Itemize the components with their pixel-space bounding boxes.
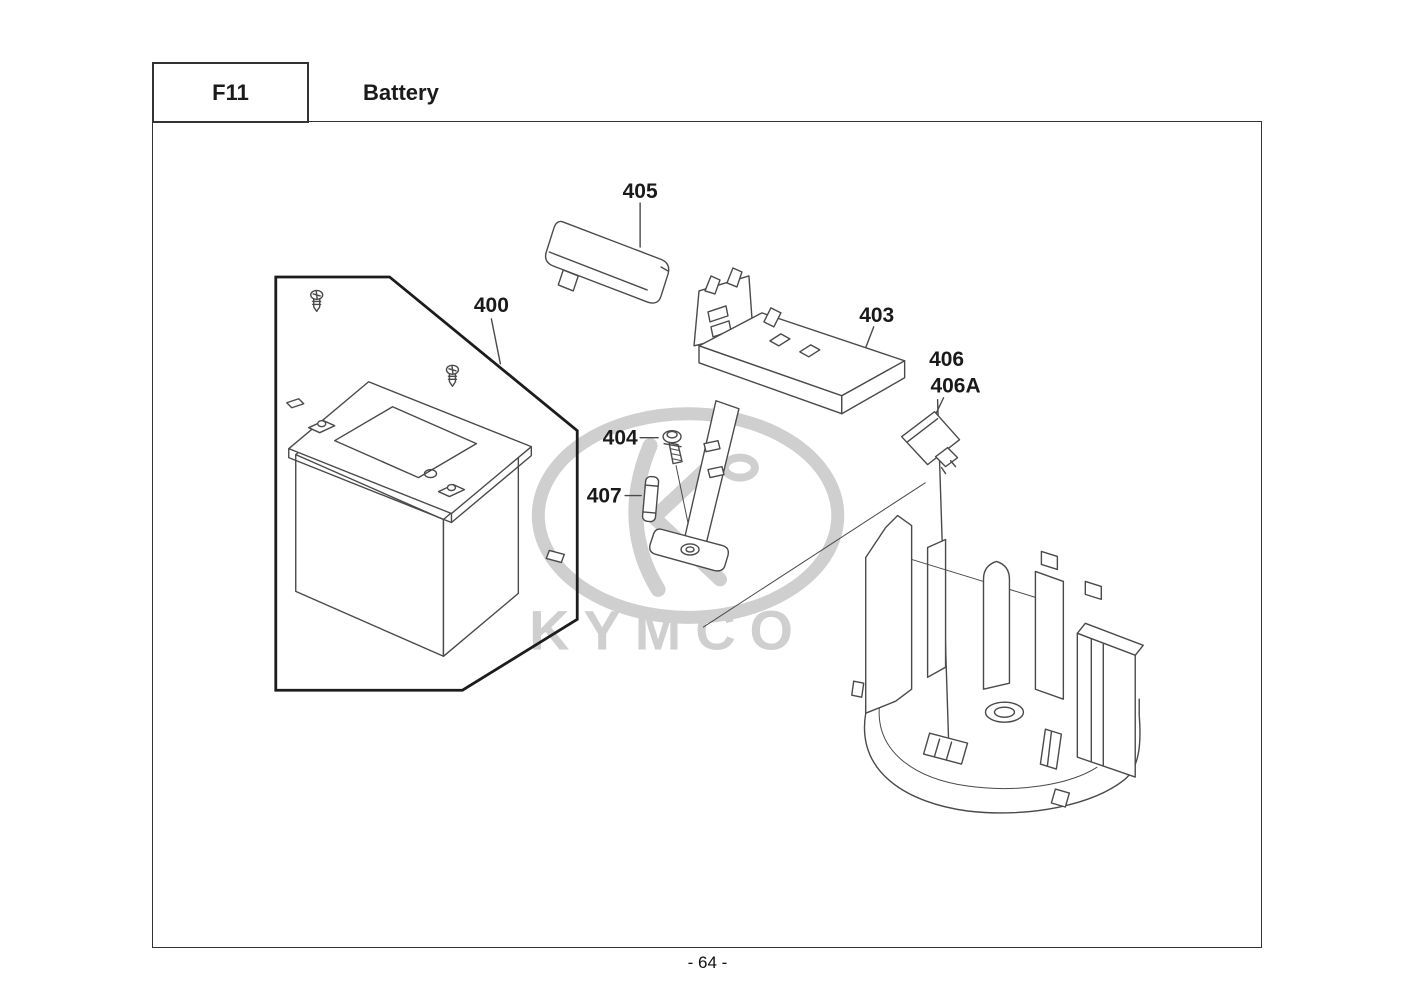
part-label-406: 406 bbox=[929, 348, 964, 371]
part-label-404: 404 bbox=[603, 427, 638, 450]
part-label-406a: 406A bbox=[931, 375, 981, 398]
section-code: F11 bbox=[212, 79, 249, 105]
parts-diagram: KYMCO bbox=[274, 180, 1144, 814]
battery-bracket-drawing bbox=[649, 267, 906, 572]
battery-cover-drawing bbox=[544, 220, 670, 304]
part-label-400: 400 bbox=[474, 294, 509, 317]
screw-drawing-right bbox=[445, 364, 460, 387]
screw-drawing-left bbox=[310, 289, 324, 313]
battery-box-drawing bbox=[851, 514, 1144, 814]
section-title: Battery bbox=[363, 79, 439, 105]
battery-drawing bbox=[286, 381, 565, 657]
panel-reference-line bbox=[702, 482, 926, 628]
diagram-frame: KYMCO bbox=[152, 121, 1262, 948]
relay-drawing bbox=[900, 411, 961, 475]
part-label-405: 405 bbox=[623, 180, 658, 203]
part-label-403: 403 bbox=[859, 304, 894, 327]
page-number: - 64 - bbox=[687, 953, 728, 972]
part-label-407: 407 bbox=[587, 485, 622, 508]
bolt-drawing bbox=[662, 429, 683, 465]
fuse-drawing bbox=[641, 475, 660, 523]
section-code-box: F11 bbox=[152, 62, 309, 123]
watermark-text: KYMCO bbox=[529, 598, 807, 661]
battery-panel-outline bbox=[274, 275, 579, 692]
